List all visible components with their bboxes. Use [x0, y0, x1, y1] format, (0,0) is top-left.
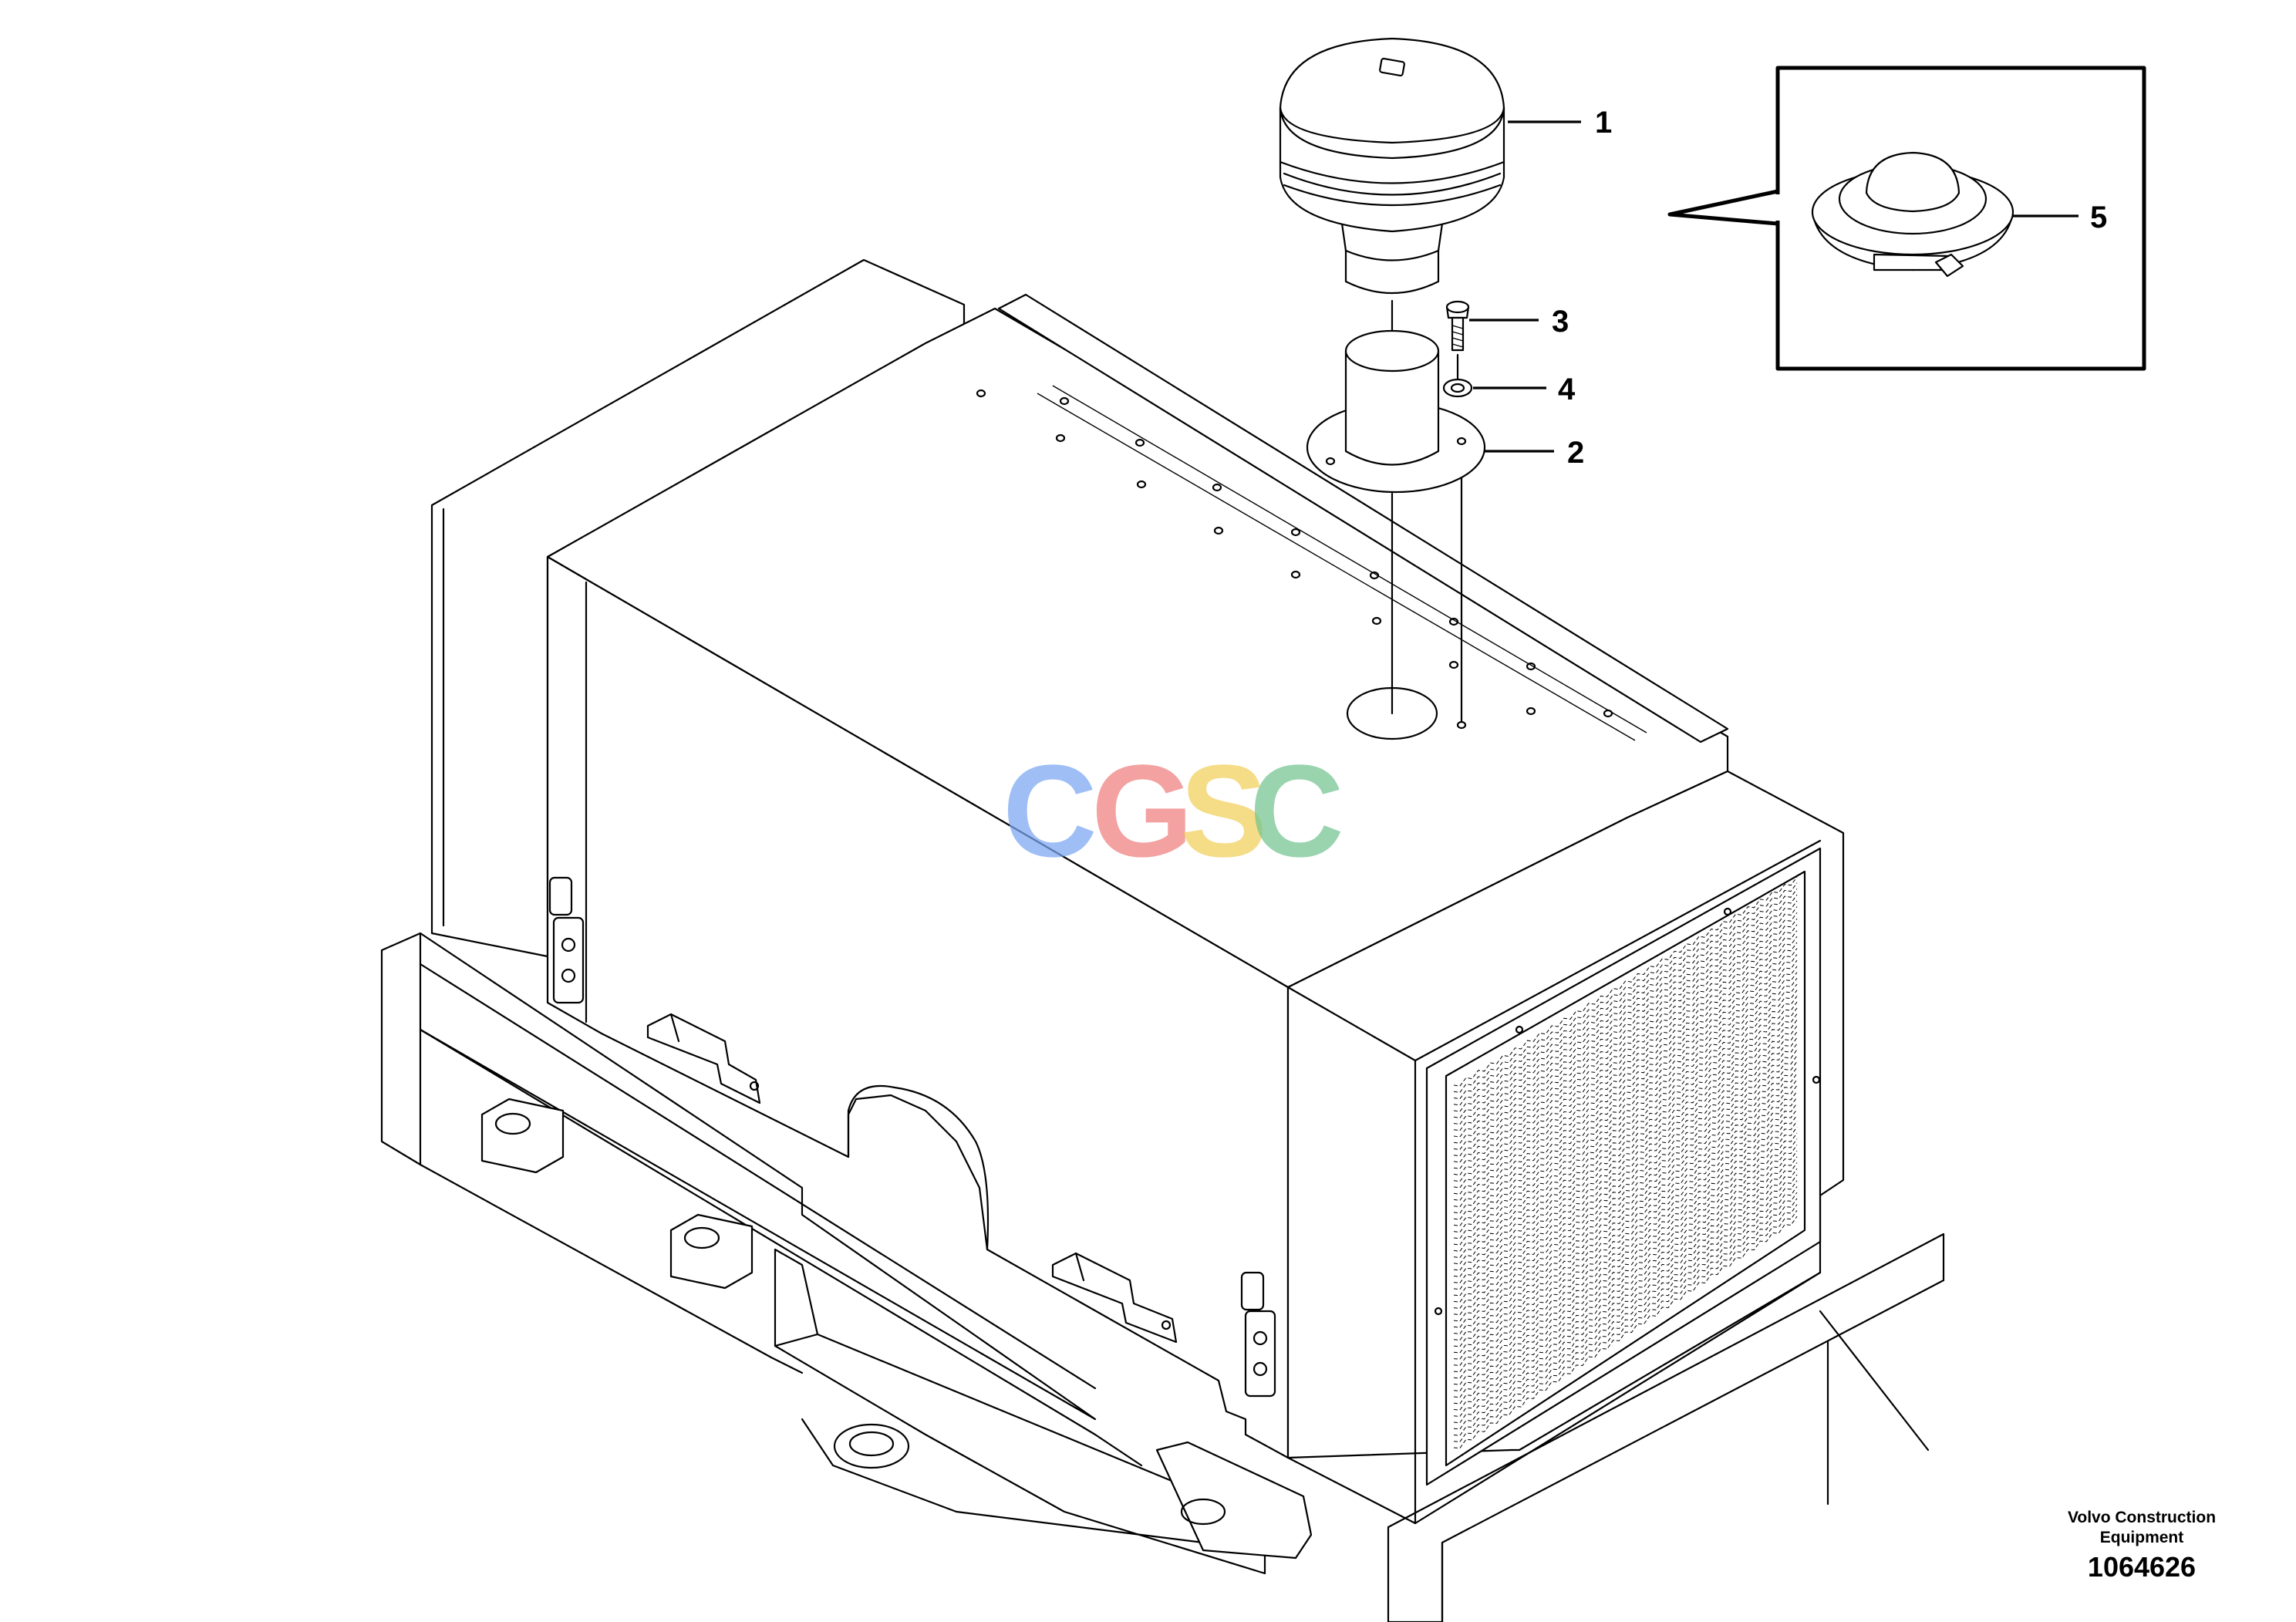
grille-row [1453, 1198, 1798, 1430]
grille-row [1453, 1007, 1798, 1226]
grille-row [1453, 942, 1798, 1157]
grille-row [1453, 1180, 1798, 1411]
chassis-frame [380, 932, 1945, 1622]
grille-row [1453, 1156, 1798, 1385]
part-3-screw [1445, 300, 1470, 352]
grille-row [1453, 1121, 1798, 1347]
part-4-washer [1442, 378, 1473, 398]
grille-row [1453, 1210, 1798, 1442]
grille-row [1453, 1216, 1798, 1449]
watermark-letter-2: G [1091, 738, 1193, 885]
grille-row [1453, 1204, 1798, 1436]
grille-row [1453, 900, 1798, 1112]
frame-lug [669, 1213, 754, 1290]
grille-row [1453, 977, 1798, 1195]
grille-row [1453, 1037, 1798, 1259]
manufacturer-line-2: Equipment [2099, 1529, 2184, 1546]
part-2-intake-flange [1306, 329, 1486, 494]
grille-row [1453, 1103, 1798, 1328]
grille-row [1453, 954, 1798, 1169]
grille-row [1453, 924, 1798, 1138]
callout-3-label: 3 [1552, 305, 1569, 339]
part-5-cap [1811, 151, 2014, 278]
grille-row [1453, 1025, 1798, 1246]
callout-4: 4 [1473, 373, 1576, 406]
detail-inset [1667, 66, 2146, 371]
hood-latch [548, 876, 585, 1004]
mounting-bracket [1051, 1252, 1178, 1344]
watermark-letter-4: C [1249, 738, 1344, 885]
grille-row [1453, 1114, 1798, 1341]
callout-1: 1 [1508, 106, 1612, 140]
top-holes [976, 389, 1613, 718]
grille-row [1453, 1049, 1798, 1271]
callout-3: 3 [1469, 305, 1569, 339]
grille-row [1453, 1055, 1798, 1277]
callout-4-label: 4 [1558, 373, 1576, 406]
grille-row [1453, 1061, 1798, 1284]
watermark: C G S C [1003, 738, 1344, 885]
grille-row [1453, 1192, 1798, 1424]
grille-row [1453, 966, 1798, 1182]
grille-row [1453, 1162, 1798, 1392]
grille-row [1453, 1091, 1798, 1316]
grille-row [1453, 1073, 1798, 1297]
grille-row [1453, 972, 1798, 1189]
mounting-bracket [646, 1013, 761, 1104]
watermark-letter-3: S [1180, 738, 1267, 885]
hood-latch [1240, 1271, 1276, 1398]
grille-row [1453, 906, 1798, 1118]
grille-row [1453, 876, 1798, 1087]
grille-row [1453, 948, 1798, 1163]
grille-row [1453, 936, 1798, 1151]
grille-row [1453, 959, 1798, 1176]
grille-row [1453, 1001, 1798, 1220]
grille-row [1453, 1108, 1798, 1334]
grille-row [1453, 1031, 1798, 1252]
grille-row [1453, 1186, 1798, 1418]
grille-row [1453, 912, 1798, 1125]
grille-row [1453, 1097, 1798, 1322]
grille-row [1453, 1126, 1798, 1354]
grille-row [1453, 1145, 1798, 1373]
grille-row [1453, 1174, 1798, 1404]
watermark-letter-1: C [1003, 738, 1097, 885]
callout-2: 2 [1485, 436, 1584, 470]
grille-row [1453, 1084, 1798, 1309]
radiator-grille [1453, 876, 1798, 1449]
grille-row [1453, 1150, 1798, 1379]
grille-row [1453, 1132, 1798, 1360]
part-1-pre-cleaner [1279, 37, 1505, 295]
manufacturer-line-1: Volvo Construction [2067, 1509, 2217, 1526]
grille-row [1453, 983, 1798, 1201]
callout-5-label: 5 [2090, 201, 2107, 234]
grille-row [1453, 882, 1798, 1093]
grille-row [1453, 918, 1798, 1131]
grille-row [1453, 930, 1798, 1144]
frame-lug [480, 1098, 565, 1174]
grille-row [1453, 1138, 1798, 1367]
grille-row [1453, 1067, 1798, 1290]
grille-row [1453, 1043, 1798, 1265]
grille-row [1453, 1079, 1798, 1303]
callout-2-label: 2 [1567, 436, 1584, 470]
grille-row [1453, 889, 1798, 1100]
grille-row [1453, 990, 1798, 1208]
grille-row [1453, 1168, 1798, 1398]
callout-1-label: 1 [1595, 106, 1612, 140]
footer: Volvo Construction Equipment 1064626 [2041, 1508, 2242, 1583]
grille-row [1453, 1013, 1798, 1233]
grille-row [1453, 996, 1798, 1214]
engine-hood [430, 258, 1845, 1525]
document-number: 1064626 [2087, 1551, 2197, 1583]
grille-row [1453, 894, 1798, 1106]
callout-5: 5 [2013, 201, 2107, 234]
grille-row [1453, 1020, 1798, 1239]
